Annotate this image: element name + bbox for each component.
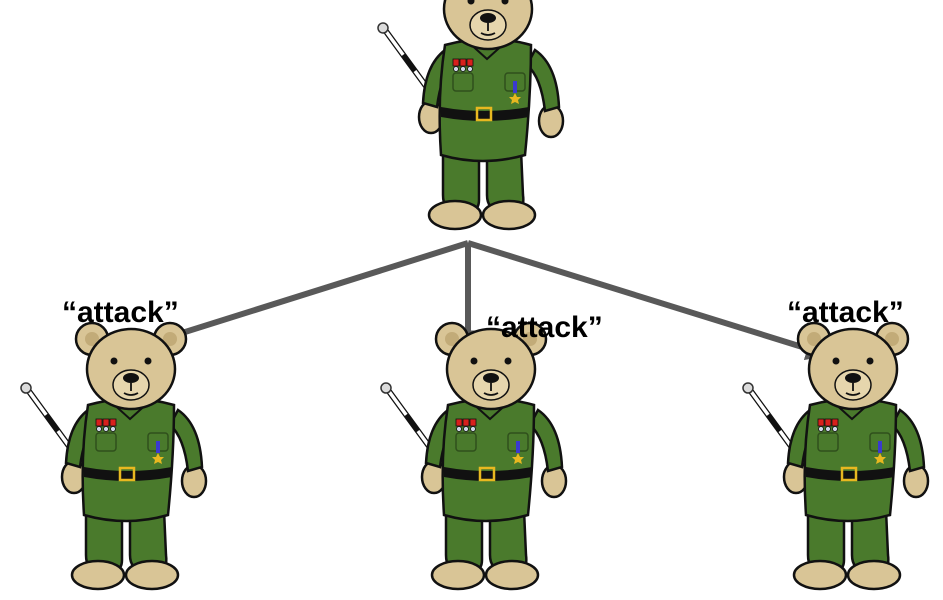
right-bear-icon	[743, 323, 928, 589]
center-bear-icon	[381, 323, 566, 589]
message-label-center: “attack”	[486, 311, 603, 344]
left-bear-icon	[21, 323, 206, 589]
arrow-to-right-icon	[467, 240, 831, 361]
message-label-left: “attack”	[62, 296, 179, 329]
general-bear-icon	[378, 0, 563, 229]
message-label-right: “attack”	[787, 296, 904, 329]
